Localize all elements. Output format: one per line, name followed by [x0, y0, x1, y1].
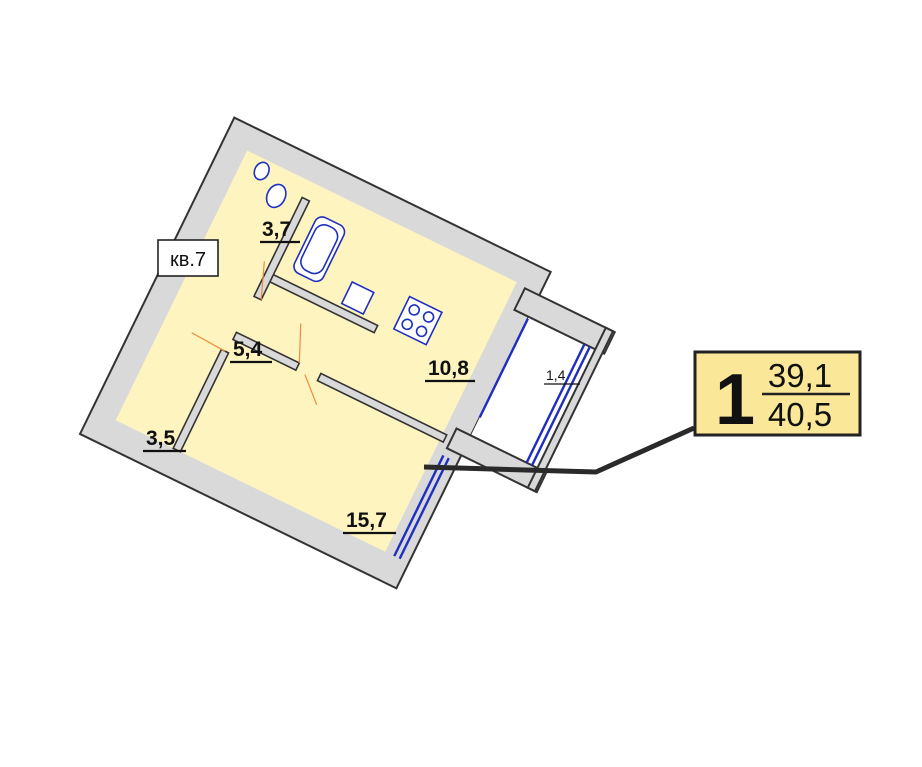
room-area-hallway: 5,4 [233, 338, 263, 361]
stove-burner [401, 318, 413, 331]
washbasin [253, 161, 270, 181]
leader-line [423, 425, 696, 475]
door-swing [304, 374, 318, 406]
kitchen-sink [340, 280, 375, 316]
room-area-balcony: 1,4 [546, 367, 566, 383]
balcony-glazing [530, 346, 591, 466]
room-area-living-room: 15,7 [346, 509, 387, 532]
room-area-labels: 3,7 5,4 10,8 3,5 15,7 1,4 [143, 218, 580, 535]
stove-burner [422, 311, 435, 323]
door-swing [298, 323, 302, 363]
partition-living-kitchen [316, 372, 448, 444]
partition-bath-hall [252, 196, 311, 301]
balcony-area [466, 309, 603, 479]
badge-rooms-count: 1 [715, 360, 755, 440]
balcony-front [526, 326, 615, 493]
apartment-floor [115, 150, 517, 552]
area-summary-badge: 1 39,1 40,5 [693, 350, 862, 440]
room-area-bathroom: 3,7 [262, 218, 291, 241]
window-living [393, 454, 445, 557]
partition-hall-living [231, 331, 301, 372]
toilet [265, 183, 287, 209]
room-area-kitchen: 10,8 [428, 357, 469, 380]
balcony-glazing-inner [525, 343, 586, 464]
apartment-number-box [157, 239, 219, 277]
door-swing [260, 261, 265, 300]
balcony-door [478, 318, 529, 419]
badge-living-area: 39,1 [768, 357, 832, 394]
stove [392, 295, 444, 346]
stove-burner [408, 304, 421, 316]
door-swing [191, 332, 226, 352]
apartment-plan [78, 116, 617, 590]
apartment-number: кв.7 [157, 239, 219, 277]
room-area-storage: 3,5 [146, 427, 176, 450]
balcony-slab-end [513, 286, 617, 356]
apartment-number-text: кв.7 [170, 249, 206, 271]
window-living-inner [398, 457, 450, 560]
badge-total-area: 40,5 [768, 396, 832, 433]
stove-burner [415, 325, 428, 338]
bathtub-inner [300, 224, 339, 275]
